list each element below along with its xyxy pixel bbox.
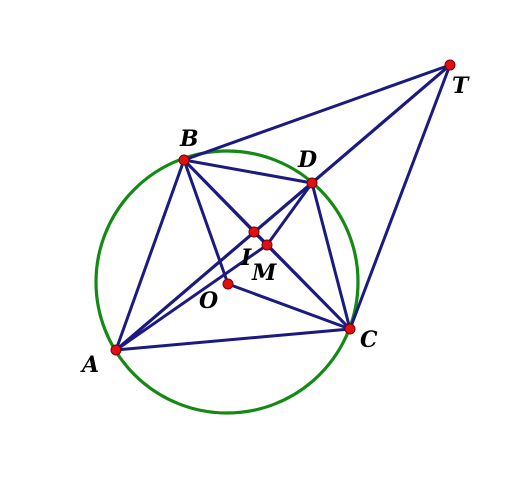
segment-dm xyxy=(265,181,314,247)
label-i: I xyxy=(240,245,252,271)
label-o: O xyxy=(199,288,218,314)
label-d: D xyxy=(297,147,317,173)
circumcircle xyxy=(94,149,360,415)
segment-ct xyxy=(348,63,452,331)
segment-at xyxy=(114,63,452,352)
segment-co xyxy=(226,282,352,331)
point-a xyxy=(110,344,122,356)
point-d xyxy=(306,177,318,189)
label-m: M xyxy=(251,260,277,286)
point-m xyxy=(261,239,273,251)
point-t xyxy=(444,59,456,71)
label-b: B xyxy=(179,126,199,152)
segments-group xyxy=(114,63,452,352)
label-t: T xyxy=(452,73,470,99)
label-c: C xyxy=(360,327,378,353)
segment-bt xyxy=(182,63,452,162)
label-a: A xyxy=(80,352,99,378)
point-o xyxy=(222,278,234,290)
point-i xyxy=(248,226,260,238)
segment-am xyxy=(114,243,269,352)
segment-bo xyxy=(182,158,230,286)
point-c xyxy=(344,323,356,335)
segment-bd xyxy=(182,158,314,185)
segment-cd xyxy=(310,181,352,331)
segment-ab xyxy=(114,158,186,352)
points-group xyxy=(110,59,456,356)
segment-ac xyxy=(114,327,352,352)
segment-bi xyxy=(182,158,256,234)
point-b xyxy=(178,154,190,166)
